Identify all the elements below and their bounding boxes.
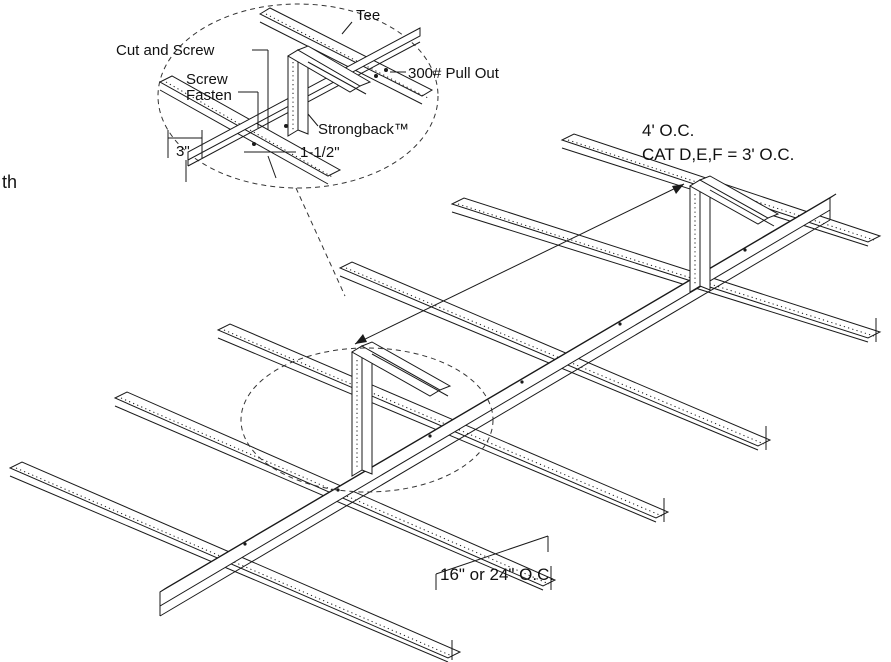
joist-5 xyxy=(450,197,882,343)
label-strongback: Strongback™ xyxy=(318,121,409,138)
strongback-brace-lower xyxy=(351,341,452,477)
label-fasten: Fasten xyxy=(186,87,232,104)
detail-leader-line xyxy=(295,187,346,297)
label-spacing-joist: 16" or 24" O.C. xyxy=(440,565,554,584)
label-screw: Screw xyxy=(186,71,228,88)
detail-callout-circle xyxy=(240,347,494,493)
label-dim-1-5: 1-1/2" xyxy=(300,144,340,161)
joist-4 xyxy=(338,261,772,451)
label-cut-and-screw: Cut and Screw xyxy=(116,42,215,59)
label-spacing-4oc: 4' O.C. xyxy=(642,121,694,140)
spacing-4oc-arrow xyxy=(354,183,685,345)
label-edge-fragment: th xyxy=(2,172,17,192)
strongback-channel xyxy=(159,193,837,617)
label-spacing-cat: CAT D,E,F = 3' O.C. xyxy=(642,145,794,164)
label-tee: Tee xyxy=(356,7,380,24)
spacing-joist-dimension xyxy=(435,535,549,590)
detail-inset xyxy=(157,3,439,189)
label-dim-3: 3" xyxy=(176,143,190,160)
inset-leaders xyxy=(238,21,406,130)
strongback-brace-upper xyxy=(689,175,780,293)
label-pull-out: 300# Pull Out xyxy=(408,65,500,82)
joist-3 xyxy=(216,323,670,523)
